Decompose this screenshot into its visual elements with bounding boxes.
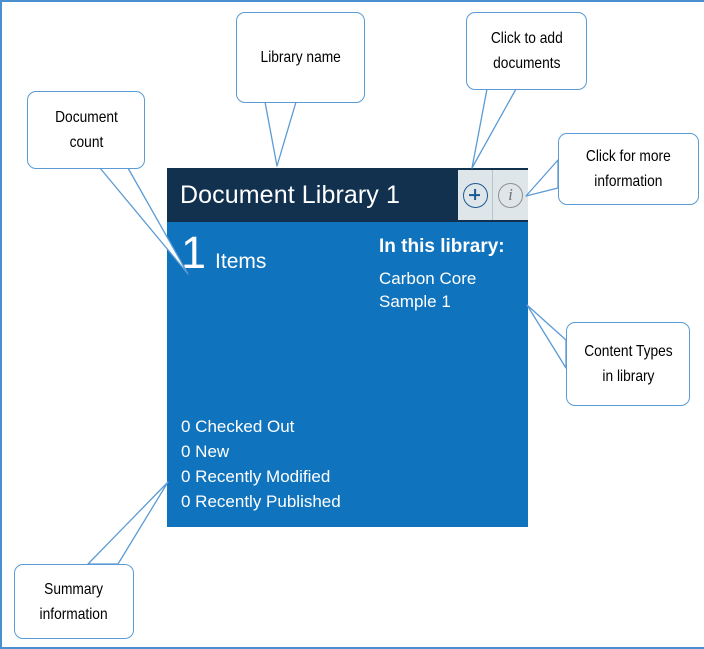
library-title: Document Library 1 xyxy=(180,181,400,209)
callout-library-name-text: Library name xyxy=(260,49,341,66)
add-documents-button[interactable] xyxy=(458,170,493,220)
page-border-left xyxy=(0,0,2,649)
callout-content-types-text: Content Types in library xyxy=(583,343,673,385)
callout-library-name: Library name xyxy=(236,12,365,103)
info-circle-icon: i xyxy=(498,182,523,208)
callout-add-documents: Click to add documents xyxy=(466,12,587,90)
content-type-item: Sample 1 xyxy=(379,292,451,311)
document-count-block: 1 Items xyxy=(181,230,266,275)
summary-line-new: 0 New xyxy=(181,442,230,461)
document-library-tile[interactable]: Document Library 1 i 1 Items In this lib… xyxy=(167,168,528,527)
page-border-top xyxy=(0,0,704,2)
summary-line-checked-out: 0 Checked Out xyxy=(181,417,295,436)
summary-line-recently-published: 0 Recently Published xyxy=(181,492,341,511)
callout-more-information: Click for more information xyxy=(558,133,699,205)
tile-action-buttons: i xyxy=(458,170,528,220)
summary-line-recently-modified: 0 Recently Modified xyxy=(181,467,331,486)
tile-header: Document Library 1 i xyxy=(167,168,528,222)
summary-information-block: 0 Checked Out 0 New 0 Recently Modified … xyxy=(181,414,341,514)
content-type-item: Carbon Core xyxy=(379,269,477,288)
callout-document-count-text: Document count xyxy=(54,109,118,151)
more-information-button[interactable]: i xyxy=(493,170,528,220)
callout-summary-information: Summary information xyxy=(14,564,134,639)
content-type-list: Carbon Core Sample 1 xyxy=(379,267,524,313)
callout-document-count: Document count xyxy=(27,91,145,169)
callout-more-information-text: Click for more information xyxy=(586,148,671,190)
callout-summary-information-text: Summary information xyxy=(39,580,109,623)
document-count-number: 1 xyxy=(181,227,207,278)
in-this-library-heading: In this library: xyxy=(379,236,505,257)
callout-content-types: Content Types in library xyxy=(566,322,690,406)
page-border-bottom xyxy=(0,647,704,649)
document-count-label: Items xyxy=(215,250,267,273)
in-this-library-block: In this library: Carbon Core Sample 1 xyxy=(379,236,524,313)
plus-circle-icon xyxy=(462,182,488,208)
callout-add-documents-text: Click to add documents xyxy=(490,30,563,72)
